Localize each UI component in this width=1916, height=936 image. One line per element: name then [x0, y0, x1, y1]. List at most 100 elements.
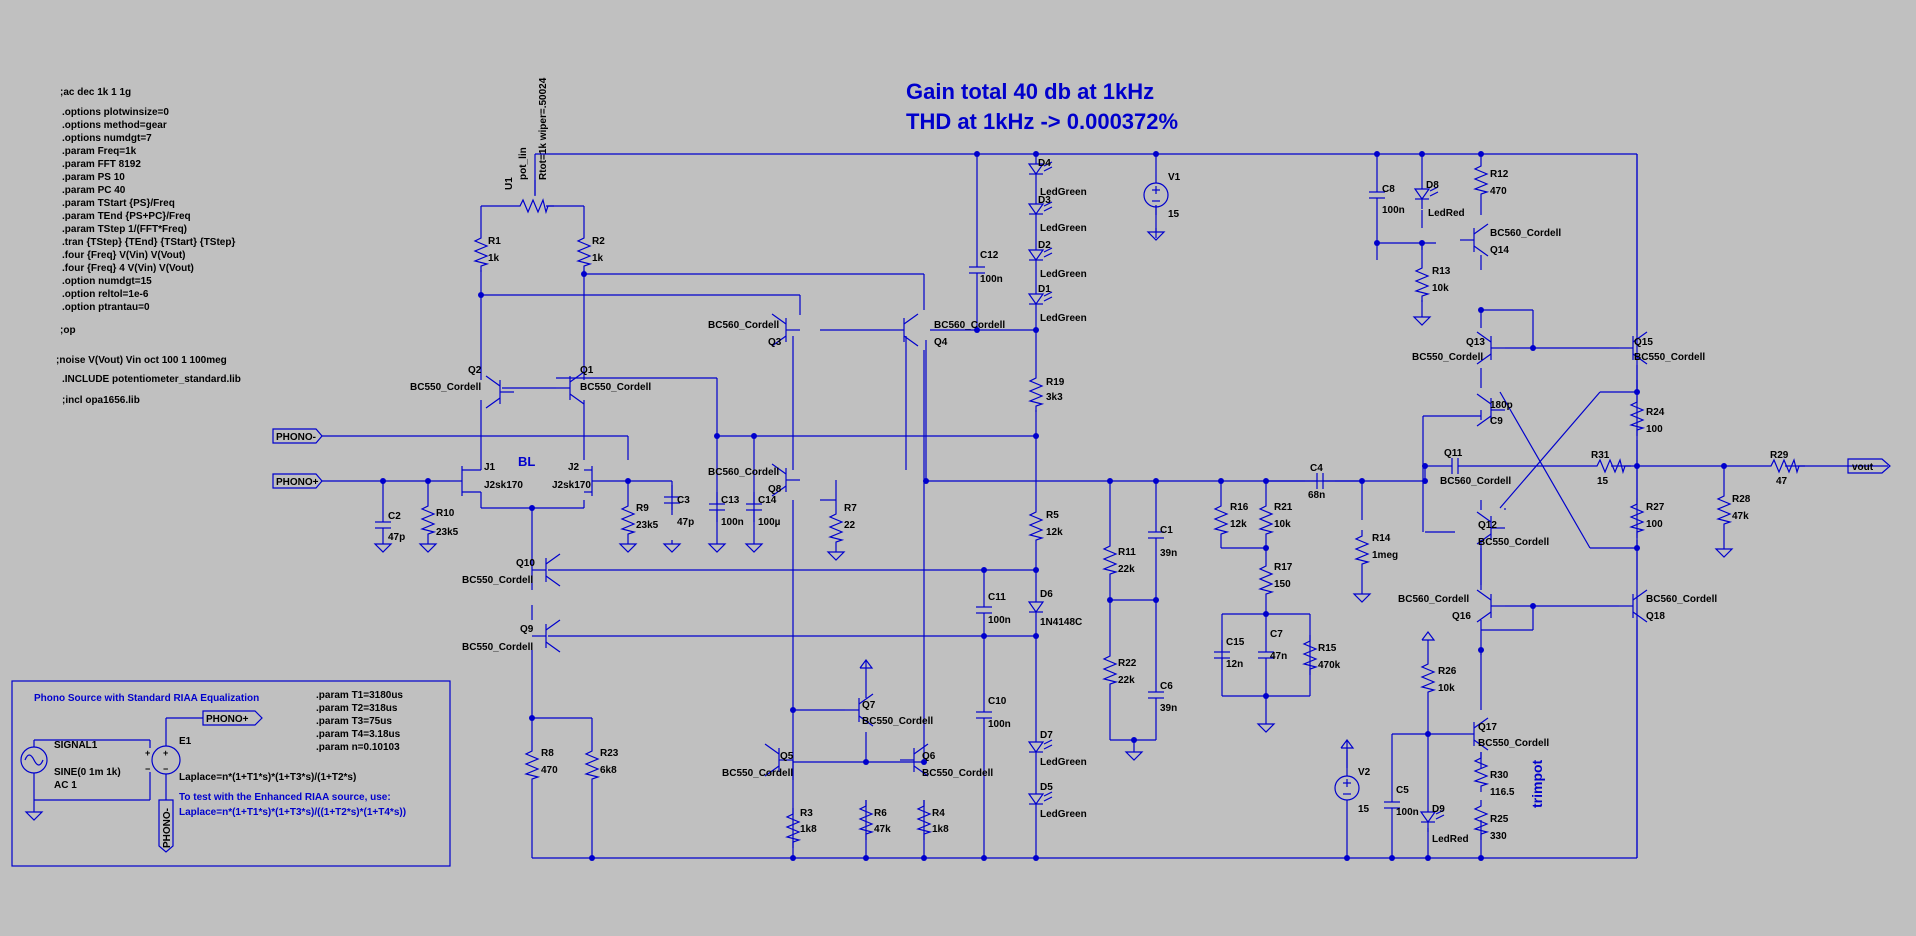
svg-text:R1: R1 — [488, 236, 501, 247]
svg-text:C7: C7 — [1270, 629, 1283, 640]
svg-text:+: + — [163, 748, 168, 758]
source-title: Phono Source with Standard RIAA Equaliza… — [34, 693, 259, 704]
directive: .four {Freq} 4 V(Vin) V(Vout) — [62, 263, 194, 274]
pot-u1[interactable]: U1 pot_lin Rtot=1k wiper=.50024 — [504, 77, 555, 213]
svg-text:100n: 100n — [988, 719, 1011, 730]
label-bl: BL — [518, 454, 535, 469]
directive: .param TStep 1/(FFT*Freq) — [62, 224, 187, 235]
port-vout[interactable]: vout — [1847, 458, 1891, 474]
svg-text:C9: C9 — [1490, 416, 1503, 427]
svg-text:Q14: Q14 — [1490, 245, 1509, 256]
svg-text:Q17: Q17 — [1478, 722, 1497, 733]
svg-text:R12: R12 — [1490, 169, 1509, 180]
phono-source-box: Phono Source with Standard RIAA Equaliza… — [11, 680, 451, 867]
directive: ;incl opa1656.lib — [62, 395, 140, 406]
svg-text:R14: R14 — [1372, 533, 1391, 544]
svg-text:Q3: Q3 — [768, 337, 782, 348]
svg-text:10k: 10k — [1432, 283, 1449, 294]
svg-text:1k: 1k — [592, 253, 604, 264]
svg-text:BC560_Cordell: BC560_Cordell — [934, 320, 1005, 331]
directive: .tran {TStep} {TEnd} {TStart} {TStep} — [62, 237, 235, 248]
svg-text:BC550_Cordell: BC550_Cordell — [722, 768, 793, 779]
svg-text:D8: D8 — [1426, 180, 1439, 191]
directive: .param Freq=1k — [62, 146, 137, 157]
title-gain: Gain total 40 db at 1kHz — [906, 79, 1154, 104]
junctions — [380, 151, 1727, 861]
svg-text:R19: R19 — [1046, 377, 1065, 388]
svg-text:D2: D2 — [1038, 240, 1051, 251]
svg-text:R31: R31 — [1591, 450, 1610, 461]
svg-text:Q5: Q5 — [780, 751, 794, 762]
svg-text:R4: R4 — [932, 808, 945, 819]
svg-text:180p: 180p — [1490, 400, 1513, 411]
laplace: Laplace=n*(1+T1*s)*(1+T3*s)/(1+T2*s) — [179, 772, 356, 783]
directive: .param TStart {PS}/Freq — [62, 198, 175, 209]
svg-text:Q11: Q11 — [1444, 448, 1463, 459]
svg-text:R6: R6 — [874, 808, 887, 819]
svg-text:100µ: 100µ — [758, 517, 781, 528]
bjt-q4: Q4 BC560_Cordell — [889, 313, 1005, 348]
directive: .options method=gear — [62, 120, 167, 131]
svg-text:LedGreen: LedGreen — [1040, 187, 1087, 198]
bjt-q3: Q3 BC560_Cordell — [708, 313, 801, 348]
svg-text:R22: R22 — [1118, 658, 1137, 669]
directive: .option numdgt=15 — [62, 276, 152, 287]
svg-text:R15: R15 — [1318, 643, 1337, 654]
svg-text:R29: R29 — [1770, 450, 1789, 461]
svg-text:116.5: 116.5 — [1490, 787, 1515, 798]
directive: .options numdgt=7 — [62, 133, 152, 144]
svg-text:Q18: Q18 — [1646, 611, 1665, 622]
svg-text:BC560_Cordell: BC560_Cordell — [708, 320, 779, 331]
svg-text:39n: 39n — [1160, 548, 1177, 559]
svg-text:23k5: 23k5 — [636, 520, 659, 531]
svg-text:−: − — [163, 764, 168, 774]
svg-text:J2sk170: J2sk170 — [484, 480, 523, 491]
svg-text:Q8: Q8 — [768, 484, 782, 495]
svg-text:Q4: Q4 — [934, 337, 948, 348]
svg-text:1meg: 1meg — [1372, 550, 1398, 561]
svg-text:3k3: 3k3 — [1046, 392, 1063, 403]
svg-text:V1: V1 — [1168, 172, 1181, 183]
resistor-r14: R14 1meg — [1355, 529, 1398, 571]
svg-text:R16: R16 — [1230, 502, 1249, 513]
svg-text:C14: C14 — [758, 495, 777, 506]
port-phono-plus[interactable]: PHONO+ — [272, 473, 323, 489]
directive: ;op — [60, 325, 76, 336]
svg-text:Q16: Q16 — [1452, 611, 1471, 622]
signal-value: SINE(0 1m 1k) — [54, 767, 121, 778]
svg-text:100: 100 — [1646, 424, 1663, 435]
port-phono-minus[interactable]: PHONO- — [272, 428, 323, 444]
svg-text:Q9: Q9 — [520, 624, 534, 635]
svg-text:C11: C11 — [988, 592, 1006, 603]
svg-text:100: 100 — [1646, 519, 1663, 530]
svg-text:R5: R5 — [1046, 510, 1059, 521]
svg-text:vout: vout — [1852, 462, 1874, 473]
svg-text:BC560_Cordell: BC560_Cordell — [1440, 476, 1511, 487]
source-param: .param T1=3180us — [316, 690, 403, 701]
svg-text:R27: R27 — [1646, 502, 1665, 513]
spice-directives: ;ac dec 1k 1 1g .options plotwinsize=0 .… — [56, 87, 241, 406]
svg-text:22: 22 — [844, 520, 856, 531]
svg-text:C5: C5 — [1396, 785, 1409, 796]
